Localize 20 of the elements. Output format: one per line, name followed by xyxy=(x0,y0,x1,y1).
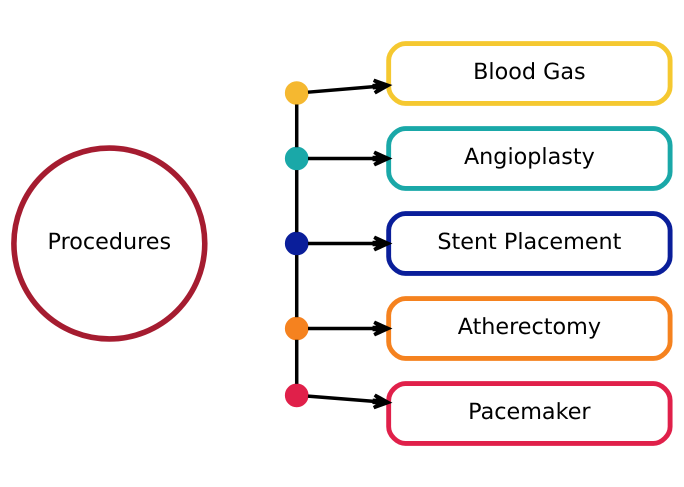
node-circle xyxy=(284,316,309,340)
node-box: Blood Gas xyxy=(386,41,673,106)
node-circle xyxy=(284,146,309,170)
node-circle xyxy=(284,384,309,408)
node-box: Atherectomy xyxy=(386,296,673,361)
connector xyxy=(294,170,298,232)
node-circle: Procedures xyxy=(11,145,208,342)
connector xyxy=(294,255,298,318)
connector xyxy=(294,340,298,384)
node-box: Angioplasty xyxy=(386,126,673,191)
node-box: Stent Placement xyxy=(386,211,673,276)
node-circle xyxy=(284,232,309,256)
arrow xyxy=(308,78,390,95)
arrow xyxy=(308,393,390,410)
connector xyxy=(294,104,298,148)
arrow xyxy=(308,235,390,252)
node-circle xyxy=(284,81,309,105)
node-box: Pacemaker xyxy=(386,381,673,446)
arrow xyxy=(308,150,390,167)
arrow xyxy=(308,320,390,336)
